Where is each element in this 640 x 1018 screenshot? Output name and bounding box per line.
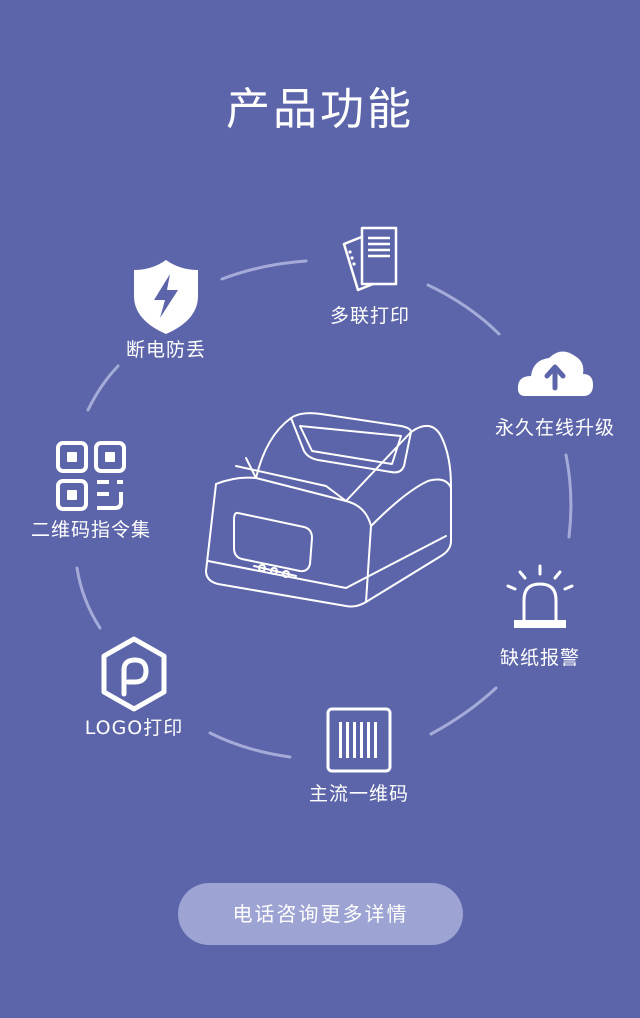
feature-upgrade: 永久在线升级 bbox=[465, 334, 640, 442]
feature-power-protect: 断电防丢 bbox=[76, 256, 256, 364]
feature-label: LOGO打印 bbox=[84, 717, 184, 739]
feature-label: 缺纸报警 bbox=[499, 647, 580, 669]
feature-barcode: 主流一维码 bbox=[269, 700, 449, 808]
feature-label: 多联打印 bbox=[329, 305, 410, 327]
shield-bolt-icon bbox=[134, 260, 198, 334]
feature-label: 永久在线升级 bbox=[494, 417, 615, 439]
logo-hexagon-icon bbox=[101, 636, 167, 712]
contact-more-details-button[interactable]: 电话咨询更多详情 bbox=[178, 883, 463, 945]
paper-stack-icon bbox=[342, 226, 398, 292]
page-title: 产品功能 bbox=[226, 84, 414, 135]
feature-label: 二维码指令集 bbox=[30, 519, 151, 541]
receipt-printer-illustration bbox=[205, 412, 452, 608]
feature-label: 主流一维码 bbox=[308, 783, 409, 805]
alarm-light-icon bbox=[506, 564, 574, 628]
feature-qrcode: 二维码指令集 bbox=[1, 436, 181, 544]
barcode-icon bbox=[326, 707, 392, 773]
feature-paper-alarm: 缺纸报警 bbox=[450, 564, 630, 672]
feature-label: 断电防丢 bbox=[125, 339, 206, 361]
feature-logo: LOGO打印 bbox=[44, 634, 224, 742]
feature-multi-copy: 多联打印 bbox=[280, 222, 460, 330]
qr-code-icon bbox=[56, 441, 126, 511]
cloud-upload-icon bbox=[517, 351, 593, 396]
